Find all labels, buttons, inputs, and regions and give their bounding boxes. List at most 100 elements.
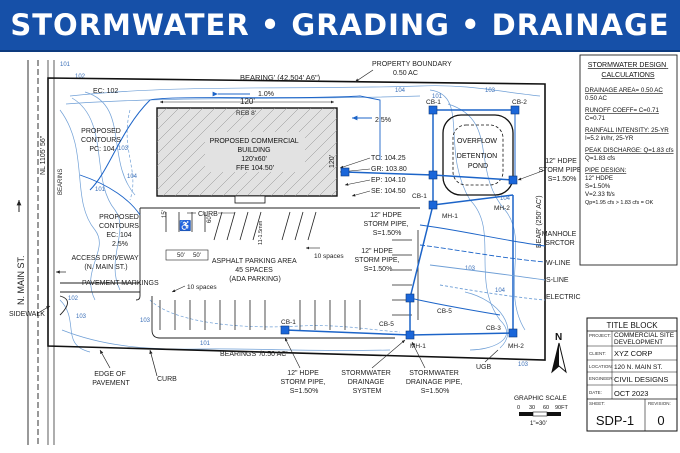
- tb-label-location: LOCATION:: [589, 364, 613, 369]
- contour-label: 101: [95, 187, 106, 193]
- dim-120-horizontal: 120': [240, 97, 255, 106]
- contour-label: 103: [140, 318, 151, 324]
- tb-value-client: XYZ CORP: [614, 349, 652, 358]
- tb-label-client: CLIENT:: [589, 351, 606, 356]
- scale-tick: 60: [543, 405, 549, 411]
- svg-text:V=2.33 ft/s: V=2.33 ft/s: [585, 191, 615, 198]
- contour-label: 103: [485, 88, 496, 94]
- pond-label: OVERFLOW DETENTION POND: [457, 138, 499, 170]
- contours: [59, 85, 541, 353]
- utility-lines: [79, 95, 546, 301]
- bearings-left: BEARINS: [58, 169, 64, 195]
- tb-revision-value: 0: [657, 413, 664, 428]
- ada-symbol: ♿: [179, 219, 191, 232]
- banner-title: STORMWATER • GRADING • DRAINAGE: [10, 8, 670, 42]
- dim-50a: 50': [177, 253, 185, 259]
- banner: STORMWATER • GRADING • DRAINAGE: [0, 0, 680, 52]
- svg-text:MH-2: MH-2: [508, 343, 524, 350]
- dim-120-vertical: 120': [329, 155, 336, 168]
- svg-text:Q=1.83 cfs: Q=1.83 cfs: [585, 155, 615, 162]
- property-boundary: [47, 77, 546, 361]
- tb-value-date: OCT 2023: [614, 389, 648, 398]
- cb1-mid2-structure: [428, 170, 438, 180]
- title-block-heading: TITLE BLOCK: [606, 321, 658, 330]
- elevation-callouts: TC: 104.25 GR: 103.80 EP: 104.10 SE: 104…: [371, 155, 409, 195]
- proposed-contours-top: PROPOSED CONTOURS PC: 104: [81, 128, 123, 153]
- svg-text:MH-2: MH-2: [494, 205, 510, 212]
- contour-label: 103: [118, 146, 129, 152]
- svg-text:I=5.2 in/hr, 25-YR: I=5.2 in/hr, 25-YR: [585, 135, 634, 142]
- contour-labels: 101 102 103 104 101 101 102 103 104 101 …: [60, 62, 529, 368]
- drainage-pipe-label: STORMWATER DRAINAGE PIPE, S=1.50%: [406, 370, 464, 395]
- dim-50b: 50': [193, 253, 201, 259]
- pipe-callout-2: 12" HDPE STORM PIPE, S=1.50%: [355, 248, 402, 273]
- ec-top-label: EC: 102: [93, 88, 118, 95]
- bearing-left: NL 1105' 56": [40, 135, 47, 175]
- svg-text:C=0.71: C=0.71: [585, 115, 606, 122]
- cb2-top-structure: [510, 105, 520, 115]
- scale-title: GRAPHIC SCALE: [514, 395, 567, 402]
- tb-sheet-value: SDP-1: [596, 413, 634, 428]
- manhole-label: MANHOLE SRCTOR: [542, 231, 579, 247]
- scale-tick: 90FT: [555, 405, 568, 411]
- contour-label: 103: [465, 266, 476, 272]
- contour-label: 101: [432, 94, 443, 100]
- parking-label: ASPHALT PARKING AREA 45 SPACES (ADA PARK…: [212, 258, 298, 283]
- calculations-body: DRAINAGE AREA= 0.50 AC 0.50 AC RUNOFF CO…: [585, 87, 674, 206]
- svg-text:CB-2: CB-2: [512, 99, 527, 106]
- cb3-structure: [508, 328, 518, 338]
- svg-text:CB-5: CB-5: [379, 321, 394, 328]
- north-label: N: [555, 332, 562, 343]
- svg-text:0.50 AC: 0.50 AC: [585, 95, 608, 102]
- tb-value-engineer: CIVIL DESIGNS: [614, 375, 668, 384]
- svg-text:S=1.50%: S=1.50%: [585, 183, 611, 190]
- contour-label: 101: [200, 341, 211, 347]
- edge-of-pavement-label: EDGE OF PAVEMENT: [92, 371, 130, 387]
- tb-label-project: PROJECT:: [589, 333, 611, 338]
- slope-bldg: 2.5%: [375, 117, 391, 124]
- cb1-top-structure: [428, 105, 438, 115]
- pipe-callout-3: 12" HDPE STORM PIPE, S=1.50%: [539, 158, 586, 183]
- cb5-bot-structure: [405, 330, 415, 340]
- parking-area: [59, 207, 420, 339]
- pavement-markings-label: PAVEMENT MARKINGS: [82, 280, 159, 287]
- contour-label: 103: [76, 314, 87, 320]
- svg-text:12" HDPE: 12" HDPE: [585, 175, 613, 182]
- reb-label: REB 8': [236, 110, 256, 117]
- dim-60: 60': [207, 215, 213, 223]
- svg-text:CB-1: CB-1: [412, 193, 427, 200]
- parking-stripes-bottom: [159, 300, 361, 330]
- mh1-mid-structure: [428, 200, 438, 210]
- title-block: TITLE BLOCK PROJECT: CLIENT: LOCATION: E…: [586, 317, 678, 432]
- slope-top: 1.0%: [258, 91, 274, 98]
- cb5-structure: [405, 293, 415, 303]
- utility-line-labels: W-LINE S-LINE ELECTRIC: [546, 260, 581, 301]
- street-label: N. MAIN ST.: [16, 255, 26, 305]
- svg-text:MH-1: MH-1: [442, 213, 458, 220]
- tb-label-engineer: ENGINEER:: [589, 376, 614, 381]
- tb-revision-label: REVISION:: [648, 401, 671, 406]
- detention-pond: [442, 114, 514, 196]
- svg-text:CB-1: CB-1: [426, 99, 441, 106]
- svg-text:Qp=1.95 cfs > 1.83 cfs = OK: Qp=1.95 cfs > 1.83 cfs = OK: [585, 200, 654, 206]
- contour-label: 103: [518, 362, 529, 368]
- contour-label: 102: [68, 296, 79, 302]
- pipe-callout-4: 12" HDPE STORM PIPE, S=1.50%: [281, 370, 328, 395]
- svg-text:CB-1: CB-1: [281, 319, 296, 326]
- calculations-panel: [579, 54, 678, 266]
- structure-labels: CB-1 CB-2 CB-1 MH-1 MH-2 CB-5 CB-1 CB-5 …: [281, 99, 527, 350]
- parking-stripes-top: [165, 211, 317, 241]
- ugb-label: UGB: [476, 364, 492, 371]
- proposed-contours-mid: PROPOSED CONTOURS EC: 104 2.5%: [99, 214, 141, 248]
- dim-115: 11-1.5mm: [258, 220, 264, 245]
- bearing-top: BEARING' (42.504' A6"): [240, 73, 321, 82]
- mh2-mid-structure: [508, 175, 518, 185]
- tb-value-project-2: DEVELOPMENT: [614, 339, 663, 346]
- graphic-scale: GRAPHIC SCALE 0 30 60 90FT 1"=30': [514, 395, 568, 427]
- svg-text:PIPE DESIGN:: PIPE DESIGN:: [585, 167, 627, 174]
- contour-label: 101: [60, 62, 71, 68]
- drainage-structures: [280, 105, 520, 340]
- sidewalk-label: SIDEWALK: [9, 311, 45, 318]
- svg-text:CB-3: CB-3: [486, 325, 501, 332]
- svg-text:RAINFALL INTENSITY: 25-YR: RAINFALL INTENSITY: 25-YR: [585, 127, 669, 134]
